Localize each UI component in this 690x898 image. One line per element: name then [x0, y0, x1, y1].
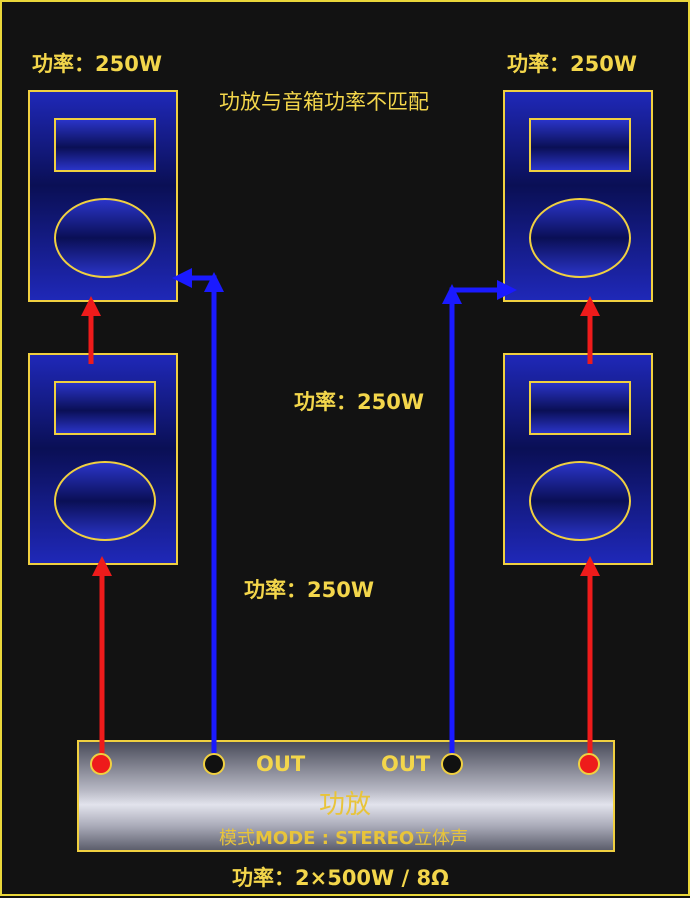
- diagram-title: 功放与音箱功率不匹配: [219, 90, 429, 114]
- mode-suffix: 立体声: [414, 828, 469, 849]
- amplifier-power-label: 功率：2×500W / 8Ω: [232, 866, 449, 890]
- speaker-top-right: [503, 90, 653, 302]
- middle-power-label-upper: 功率：250W: [294, 390, 424, 414]
- speaker-bottom-left: [28, 353, 178, 565]
- tweeter-panel: [54, 118, 156, 172]
- woofer-cone: [529, 198, 631, 278]
- out-label-right: OUT: [381, 752, 431, 776]
- woofer-cone: [529, 461, 631, 541]
- blue-wire-left: [172, 268, 217, 764]
- mode-prefix: 模式: [219, 828, 255, 849]
- mode-value: MODE : STEREO: [255, 828, 415, 849]
- terminal-red-right: [578, 753, 600, 775]
- out-label-left: OUT: [256, 752, 306, 776]
- middle-power-label-lower: 功率：250W: [244, 578, 374, 602]
- tweeter-panel: [529, 118, 631, 172]
- terminal-black-left: [203, 753, 225, 775]
- tweeter-panel: [529, 381, 631, 435]
- amplifier-name: 功放: [319, 790, 372, 820]
- terminal-black-right: [441, 753, 463, 775]
- tweeter-panel: [54, 381, 156, 435]
- speaker-bottom-right: [503, 353, 653, 565]
- top-right-speaker-power-label: 功率：250W: [507, 52, 637, 76]
- speaker-top-left: [28, 90, 178, 302]
- terminal-red-left: [90, 753, 112, 775]
- top-left-speaker-power-label: 功率：250W: [32, 52, 162, 76]
- woofer-cone: [54, 198, 156, 278]
- amplifier-unit: OUT OUT 功放 模式MODE : STEREO立体声: [77, 740, 615, 852]
- woofer-cone: [54, 461, 156, 541]
- amplifier-mode: 模式MODE : STEREO立体声: [219, 824, 468, 850]
- blue-wire-right: [449, 280, 517, 764]
